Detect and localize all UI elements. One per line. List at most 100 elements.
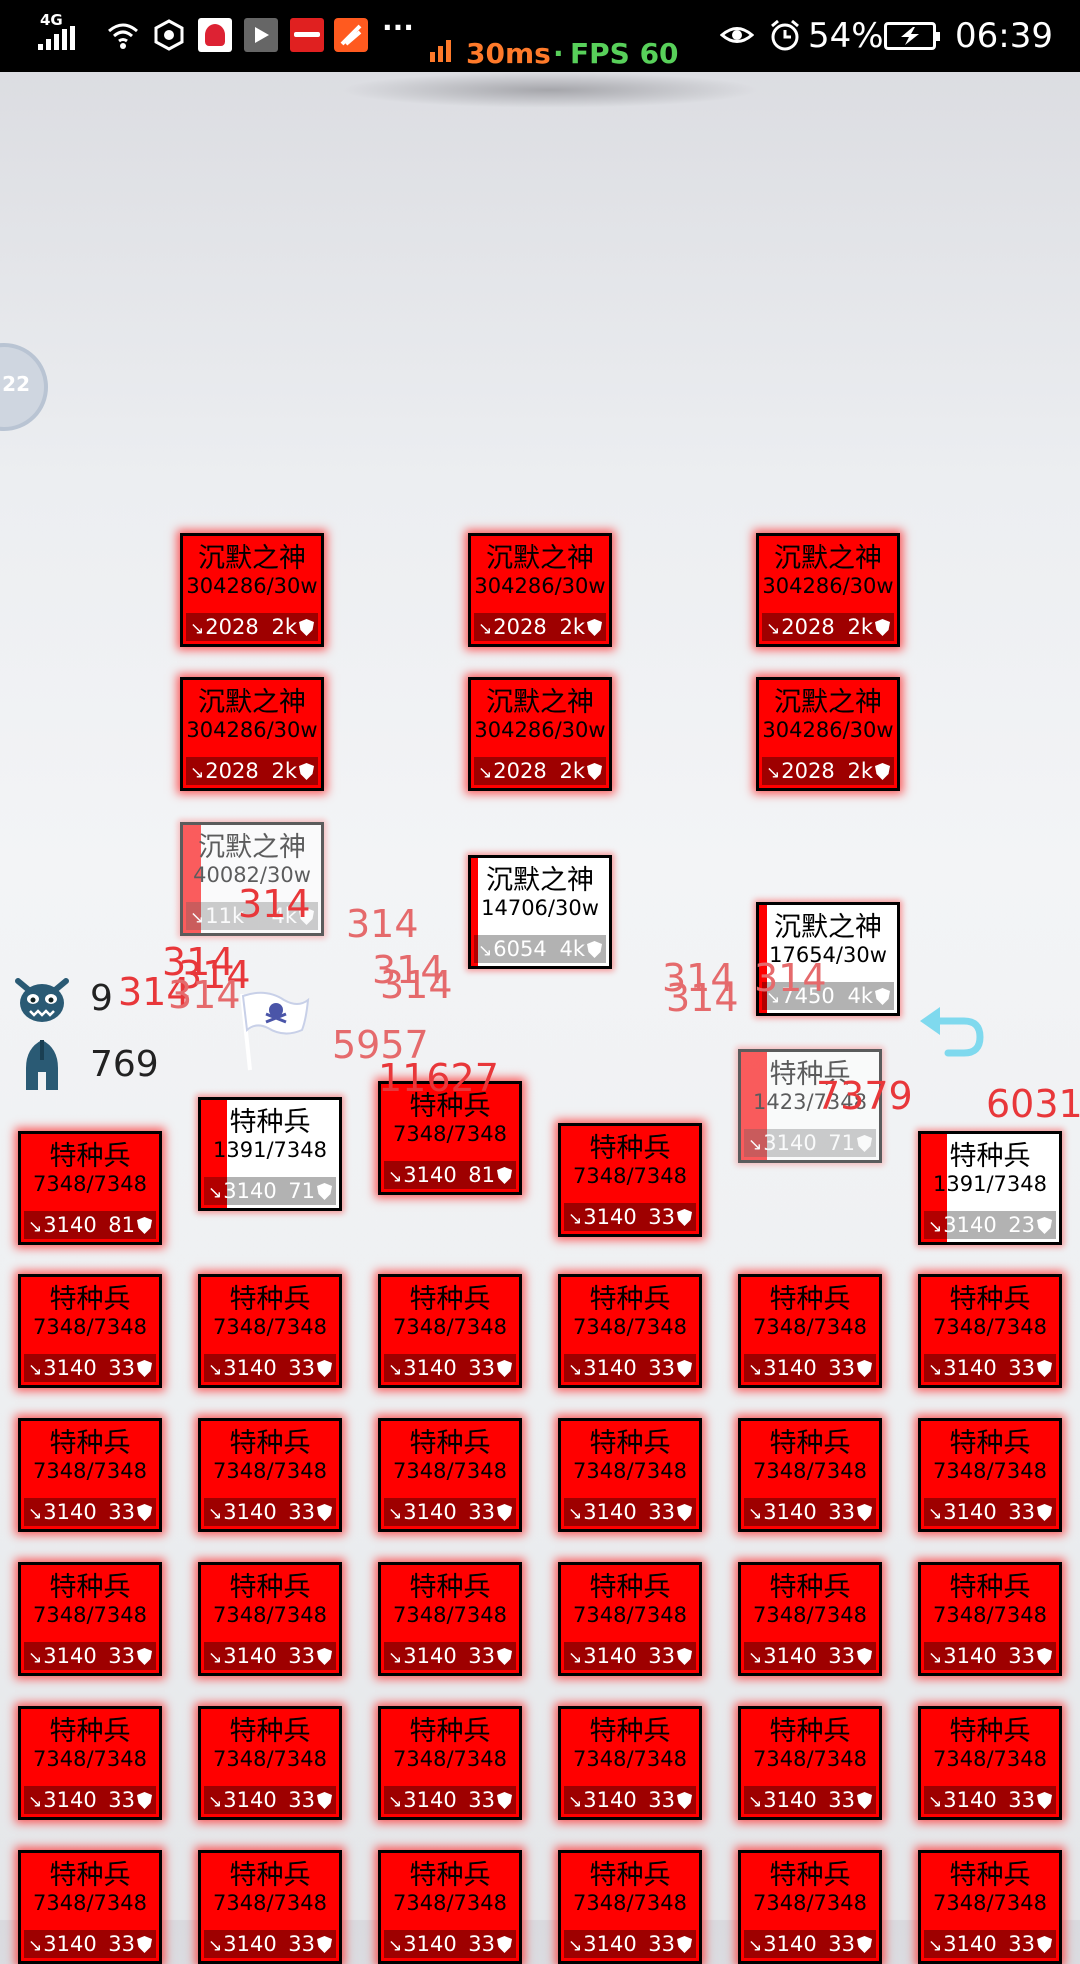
red-app-icon (290, 18, 324, 52)
unit-hp: 7348/7348 (33, 1315, 147, 1339)
attack-value: 3140 (223, 1356, 277, 1380)
defense-value: 2k (559, 615, 585, 639)
attack-stat: ↘3140 (388, 1498, 457, 1528)
shield-icon (497, 1936, 512, 1953)
attack-stat: ↘3140 (928, 1354, 997, 1384)
unit-name: 特种兵 (49, 1860, 131, 1891)
attack-stat: ↘3140 (388, 1930, 457, 1960)
floating-timer-widget[interactable]: 22 (0, 343, 48, 431)
attack-stat: ↘3140 (208, 1354, 277, 1384)
back-arrow-icon[interactable] (918, 1003, 984, 1059)
alarm-icon (771, 19, 799, 51)
attack-stat: ↘3140 (388, 1161, 457, 1191)
defense-value: 33 (1008, 1500, 1035, 1524)
attack-stat: ↘2028 (766, 613, 835, 643)
unit-hp: 17654/30w (769, 943, 887, 967)
defense-value: 33 (468, 1644, 495, 1668)
defense-value: 2k (847, 759, 873, 783)
unit-name: 特种兵 (769, 1572, 851, 1603)
pirate-flag-icon[interactable] (236, 990, 316, 1072)
sword-icon: ↘ (928, 1648, 943, 1668)
attack-value: 3140 (583, 1644, 637, 1668)
sword-icon: ↘ (928, 1217, 943, 1237)
attack-value: 3140 (583, 1356, 637, 1380)
sword-icon: ↘ (208, 1648, 223, 1668)
unit-name: 特种兵 (49, 1284, 131, 1315)
wifi-icon (108, 23, 138, 49)
shield-icon (317, 1792, 332, 1809)
attack-value: 3140 (43, 1932, 97, 1956)
defense-value: 33 (648, 1356, 675, 1380)
attack-value: 3140 (403, 1644, 457, 1668)
attack-stat: ↘2028 (766, 757, 835, 787)
shield-icon (677, 1936, 692, 1953)
unit-name: 特种兵 (229, 1428, 311, 1459)
attack-stat: ↘3140 (568, 1642, 637, 1672)
defense-stat: 71 (828, 1129, 872, 1157)
unit-hp: 1391/7348 (213, 1138, 327, 1162)
unit-name: 特种兵 (229, 1572, 311, 1603)
unit-hp: 7348/7348 (753, 1315, 867, 1339)
attack-stat: ↘3140 (748, 1354, 817, 1384)
attack-stat: ↘3140 (208, 1930, 277, 1960)
defense-stat: 33 (1008, 1786, 1052, 1814)
sword-icon: ↘ (388, 1360, 403, 1380)
defense-stat: 81 (108, 1211, 152, 1239)
attack-stat: ↘2028 (190, 613, 259, 643)
more-notifications: ··· (382, 11, 414, 44)
defense-value: 33 (828, 1500, 855, 1524)
unit-name: 特种兵 (769, 1428, 851, 1459)
